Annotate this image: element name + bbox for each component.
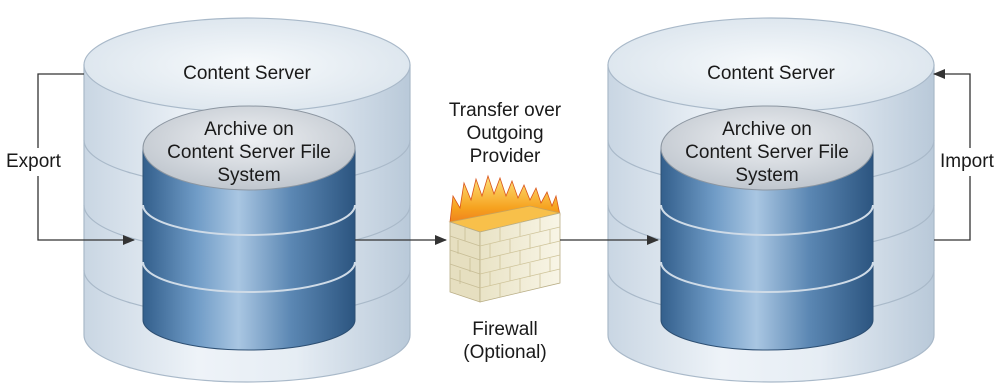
right-archive-database — [660, 105, 874, 351]
firewall-line-1: Firewall — [472, 319, 538, 340]
left-archive-line-3: System — [217, 165, 281, 186]
firewall-icon — [448, 174, 561, 303]
transfer-line-2: Outgoing — [466, 123, 544, 144]
import-connector — [933, 69, 971, 241]
transfer-line-3: Provider — [469, 146, 541, 167]
right-archive-line-1: Archive on — [722, 119, 812, 140]
export-connector — [37, 73, 135, 245]
left-archive-database — [142, 105, 356, 351]
left-archive-line-2: Content Server File — [167, 142, 331, 163]
right-archive-line-2: Content Server File — [685, 142, 849, 163]
import-label: Import — [940, 151, 994, 172]
export-label: Export — [6, 151, 61, 172]
left-content-server-label: Content Server — [183, 63, 311, 84]
transfer-line-1: Transfer over — [448, 100, 562, 121]
right-archive-line-3: System — [735, 165, 799, 186]
left-archive-line-1: Archive on — [204, 119, 294, 140]
right-content-server-label: Content Server — [707, 63, 835, 84]
firewall-line-2: (Optional) — [463, 342, 547, 363]
